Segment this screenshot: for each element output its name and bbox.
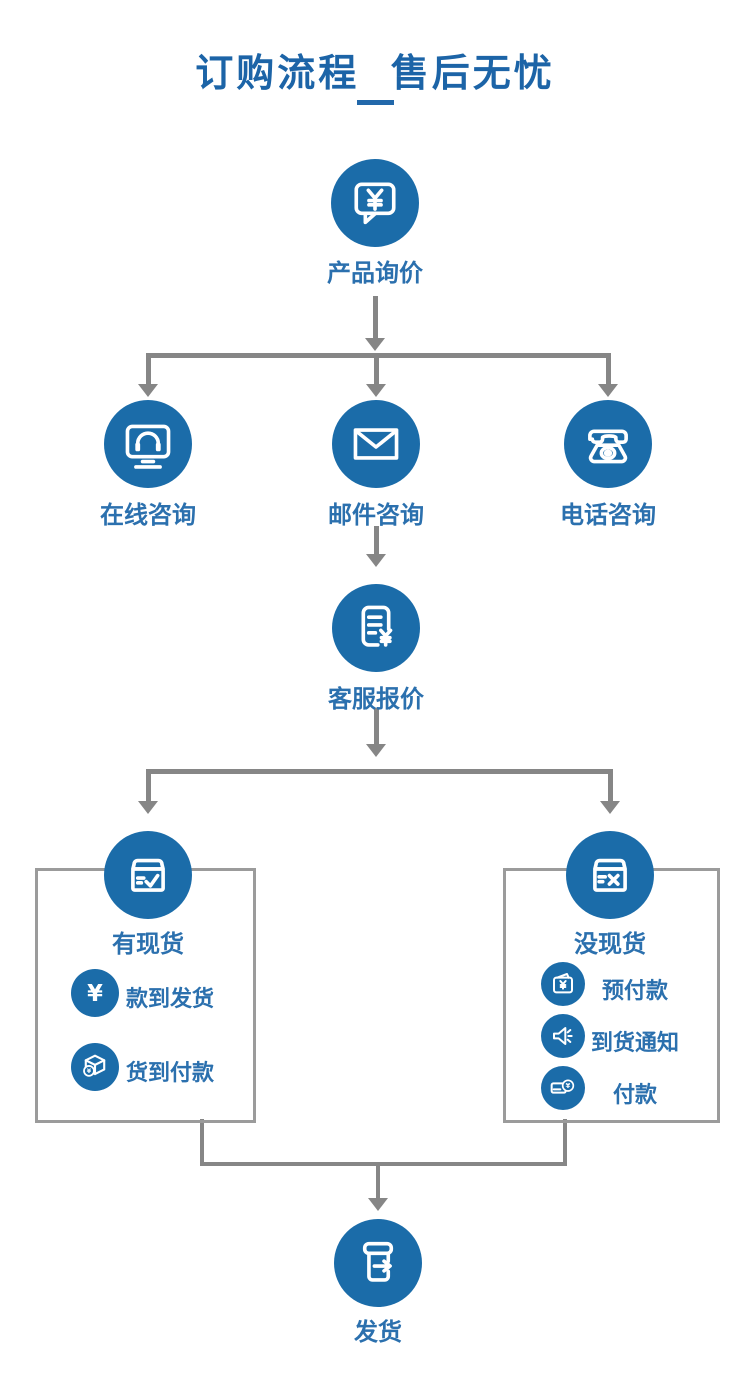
- node-label-mail-consult: 邮件咨询: [328, 502, 424, 529]
- item-label-arrival-notice: 到货通知: [590, 1030, 679, 1055]
- node-label-product-inquiry: 产品询价: [327, 260, 423, 287]
- connector-drop-outstock: [608, 769, 613, 803]
- item-label-cash-on-delivery: 货到付款: [125, 1060, 214, 1085]
- package-coin-icon: ¥: [83, 1054, 106, 1077]
- node-label-phone-consult: 电话咨询: [560, 502, 656, 529]
- connector-split-top-bar: [146, 353, 611, 358]
- node-product-inquiry: [331, 159, 419, 247]
- svg-text:¥: ¥: [87, 1067, 92, 1075]
- connector-quote-shaft: [374, 708, 379, 746]
- connector-drop-instock: [146, 769, 151, 803]
- card-coin-icon: ¥: [550, 1079, 575, 1094]
- yuan-icon: ¥: [87, 981, 103, 1007]
- box-x-icon: [593, 858, 627, 892]
- connector-merge-left: [200, 1119, 204, 1166]
- page-title: 订购流程 售后无忧: [195, 53, 555, 95]
- arrowhead-inquiry: [365, 338, 385, 351]
- title-underline: [357, 100, 394, 105]
- item-label-payment: 付款: [612, 1082, 657, 1107]
- arrowhead-ship: [368, 1198, 388, 1211]
- wallet-yuan-icon: [553, 973, 573, 994]
- connector-drop-phone: [606, 353, 611, 386]
- item-label-prepayment: 预付款: [601, 978, 668, 1003]
- node-ship: [334, 1219, 422, 1307]
- node-out-of-stock: [566, 831, 654, 919]
- connector-split-stock-bar: [146, 769, 613, 774]
- svg-text:¥: ¥: [87, 981, 103, 1007]
- connector-inquiry-shaft: [373, 296, 378, 340]
- icon-badge-payment: ¥: [541, 1066, 585, 1110]
- arrowhead-instock: [138, 801, 158, 814]
- icon-badge-pay-first: ¥: [71, 969, 119, 1017]
- node-phone-consult: [564, 400, 652, 488]
- arrowhead-online: [138, 384, 158, 397]
- telephone-icon: [588, 429, 628, 464]
- connector-mail-quote-shaft: [374, 526, 379, 556]
- item-label-pay-then-ship: 款到发货: [125, 986, 214, 1011]
- arrowhead-mail: [366, 384, 386, 397]
- connector-ship-shaft: [376, 1164, 380, 1200]
- connector-drop-online: [146, 353, 151, 386]
- node-mail-consult: [332, 400, 420, 488]
- svg-text:¥: ¥: [566, 1082, 571, 1090]
- node-in-stock: [104, 831, 192, 919]
- box-arrow-icon: [362, 1241, 394, 1282]
- icon-badge-arrival-notice: [541, 1014, 585, 1058]
- box-check-icon: [131, 858, 165, 892]
- icon-badge-prepay: [541, 962, 585, 1006]
- node-label-in-stock: 有现货: [112, 931, 184, 958]
- node-label-out-of-stock: 没现货: [574, 931, 646, 958]
- receipt-yuan-icon: [361, 605, 393, 647]
- node-online-consult: [104, 400, 192, 488]
- node-label-service-quote: 客服报价: [328, 686, 424, 713]
- arrowhead-stock-split: [366, 744, 386, 757]
- node-label-online-consult: 在线咨询: [100, 502, 196, 529]
- arrowhead-quote: [366, 554, 386, 567]
- node-service-quote: [332, 584, 420, 672]
- arrowhead-outstock: [600, 801, 620, 814]
- connector-merge-bar: [200, 1162, 567, 1166]
- arrowhead-phone: [598, 384, 618, 397]
- envelope-icon: [353, 428, 399, 460]
- connector-merge-right: [563, 1119, 567, 1166]
- node-label-ship: 发货: [354, 1319, 402, 1346]
- chat-bubble-yuan-icon: [354, 182, 396, 225]
- loudspeaker-icon: [553, 1027, 573, 1045]
- icon-badge-cod: ¥: [71, 1043, 119, 1091]
- monitor-headset-icon: [125, 424, 171, 469]
- connector-drop-mail: [374, 356, 379, 384]
